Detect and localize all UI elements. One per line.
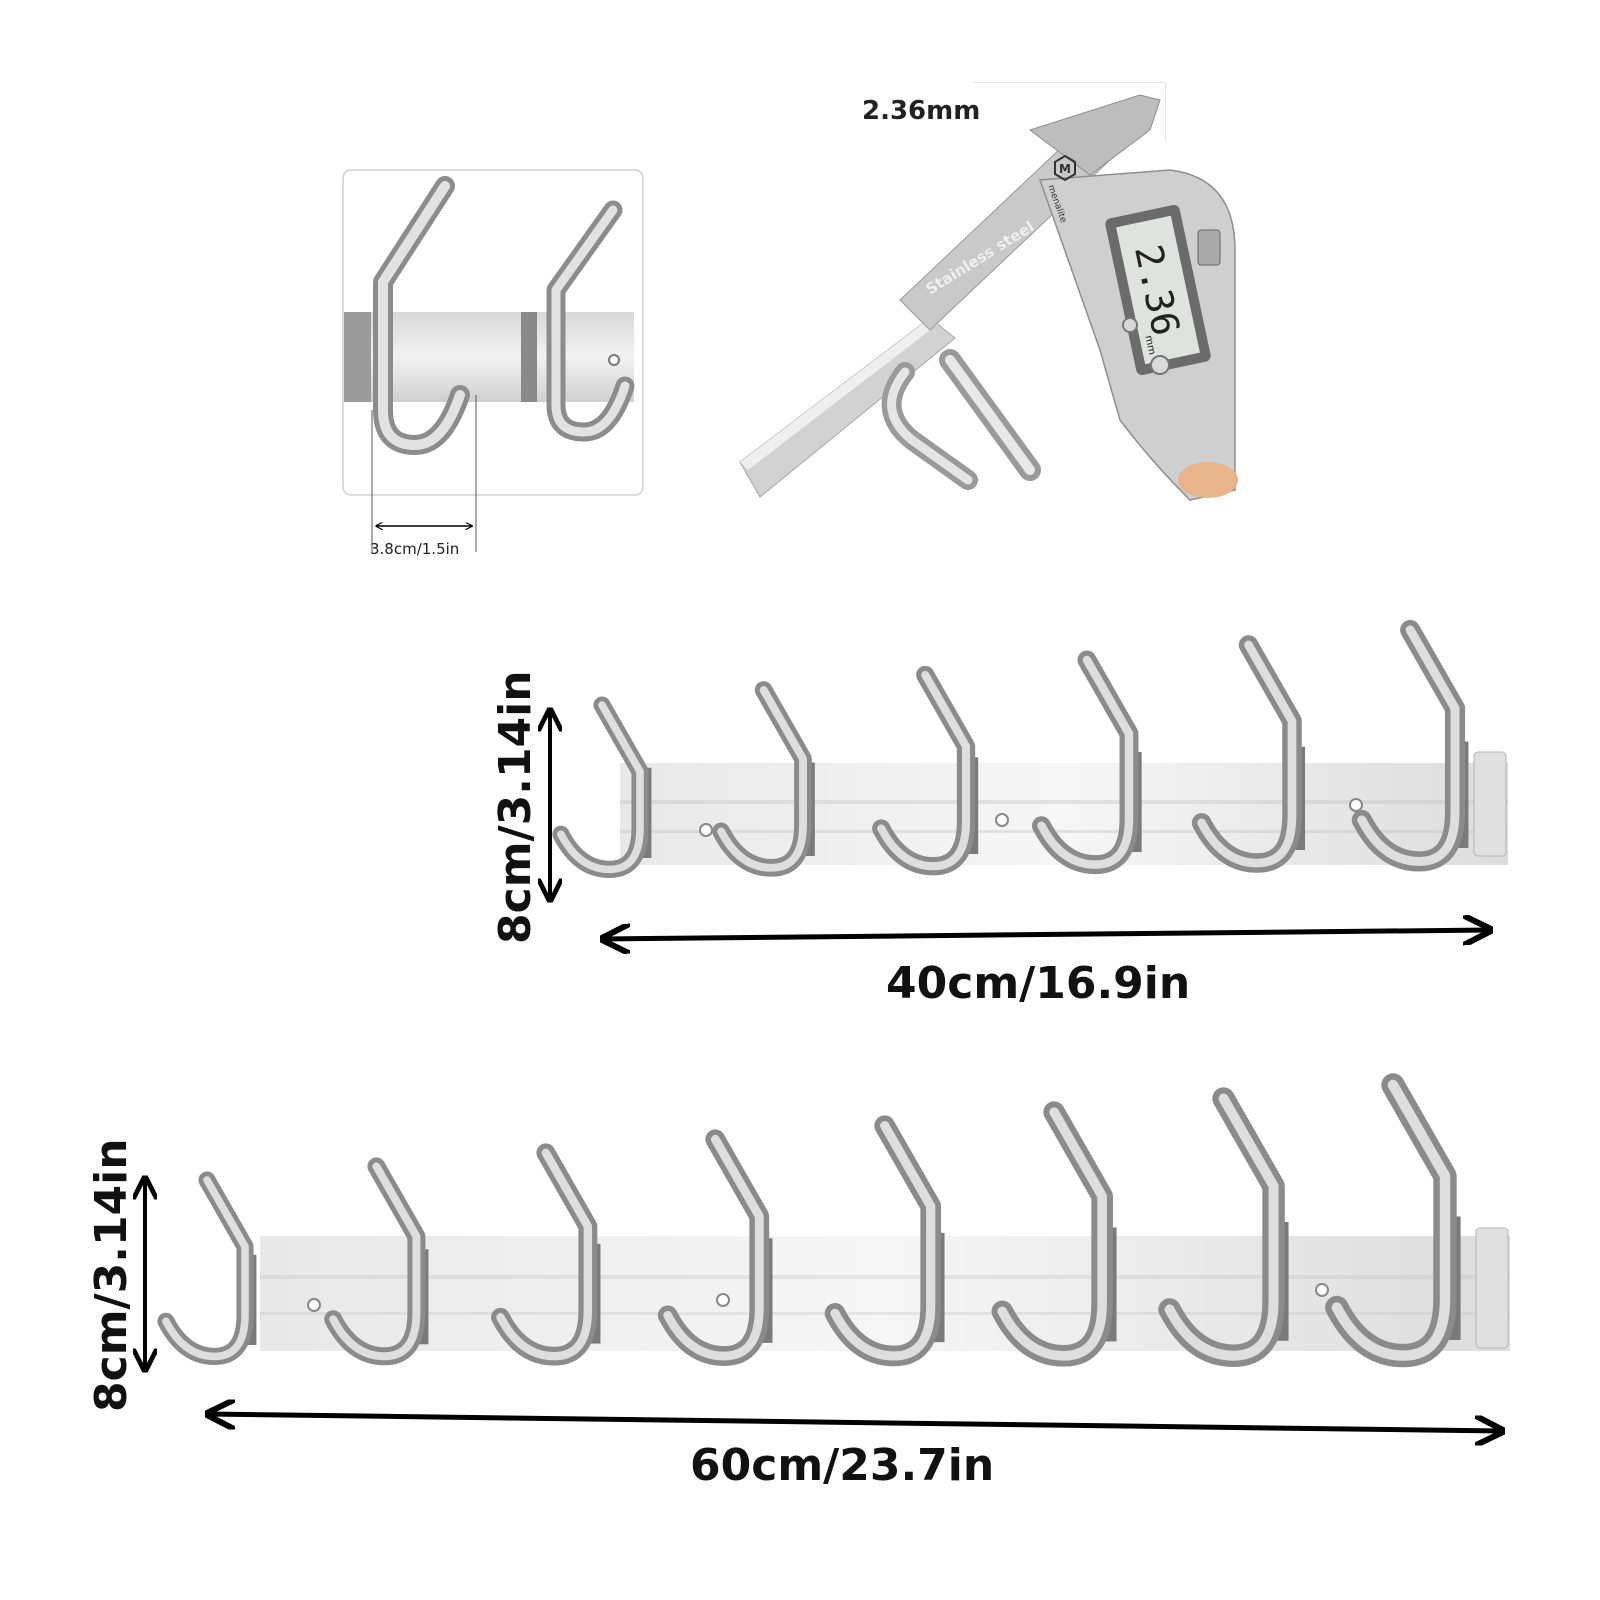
rack-8-hooks (145, 1073, 1510, 1431)
mounting-hole (699, 823, 713, 837)
thickness-label: 2.36mm (862, 96, 981, 126)
hook-highlight (1357, 625, 1460, 866)
detail-hook-2 (546, 200, 635, 442)
detail-hook-1 (373, 176, 470, 455)
mounting-hole (1315, 1283, 1329, 1297)
rack-6-height-label: 8cm/3.14in (490, 670, 541, 944)
hook-highlight (877, 670, 971, 871)
hook (157, 1171, 254, 1365)
detail-panel (342, 169, 644, 552)
hook-highlight (1164, 1093, 1279, 1361)
hook-highlight (717, 686, 807, 872)
hook-highlight (830, 1121, 936, 1361)
mounting-hole (1349, 798, 1363, 812)
mounting-hole (995, 813, 1009, 827)
rack-6-hook-group (552, 619, 1469, 878)
mounting-hole (307, 1298, 321, 1312)
rack-8-hook-group (157, 1073, 1461, 1368)
hook-highlight (663, 1134, 764, 1361)
hook-highlight (1331, 1079, 1451, 1361)
caliper-display-unit: mm (1142, 334, 1157, 355)
rack-6-length-arrow (603, 930, 1490, 939)
hook-highlight (496, 1148, 593, 1361)
rack-8-length-arrow (208, 1414, 1502, 1431)
rack-8-length-label: 60cm/23.7in (690, 1440, 995, 1491)
menalite-logo: M (1054, 154, 1076, 182)
rack-6-hooks (550, 619, 1508, 939)
hook-spacing-label: 3.8cm/1.5in (370, 540, 460, 558)
hook-highlight (162, 1176, 249, 1361)
hook-highlight (997, 1107, 1107, 1361)
rack-8-height-label: 8cm/3.14in (86, 1138, 137, 1412)
hook-highlight (1197, 640, 1297, 868)
hook-highlight (329, 1162, 421, 1361)
rack-6-plate-grain (620, 800, 1508, 833)
mounting-hole (716, 1293, 730, 1307)
hook-highlight (1037, 655, 1134, 869)
caliper-photo: 2.36 mm M menalite Stainless steel (739, 82, 1238, 501)
caliper-button (1122, 317, 1138, 333)
hook-highlight (557, 701, 644, 874)
svg-text:M: M (1059, 162, 1071, 176)
caliper-button (1150, 355, 1170, 375)
rack-6-length-label: 40cm/16.9in (886, 958, 1191, 1009)
